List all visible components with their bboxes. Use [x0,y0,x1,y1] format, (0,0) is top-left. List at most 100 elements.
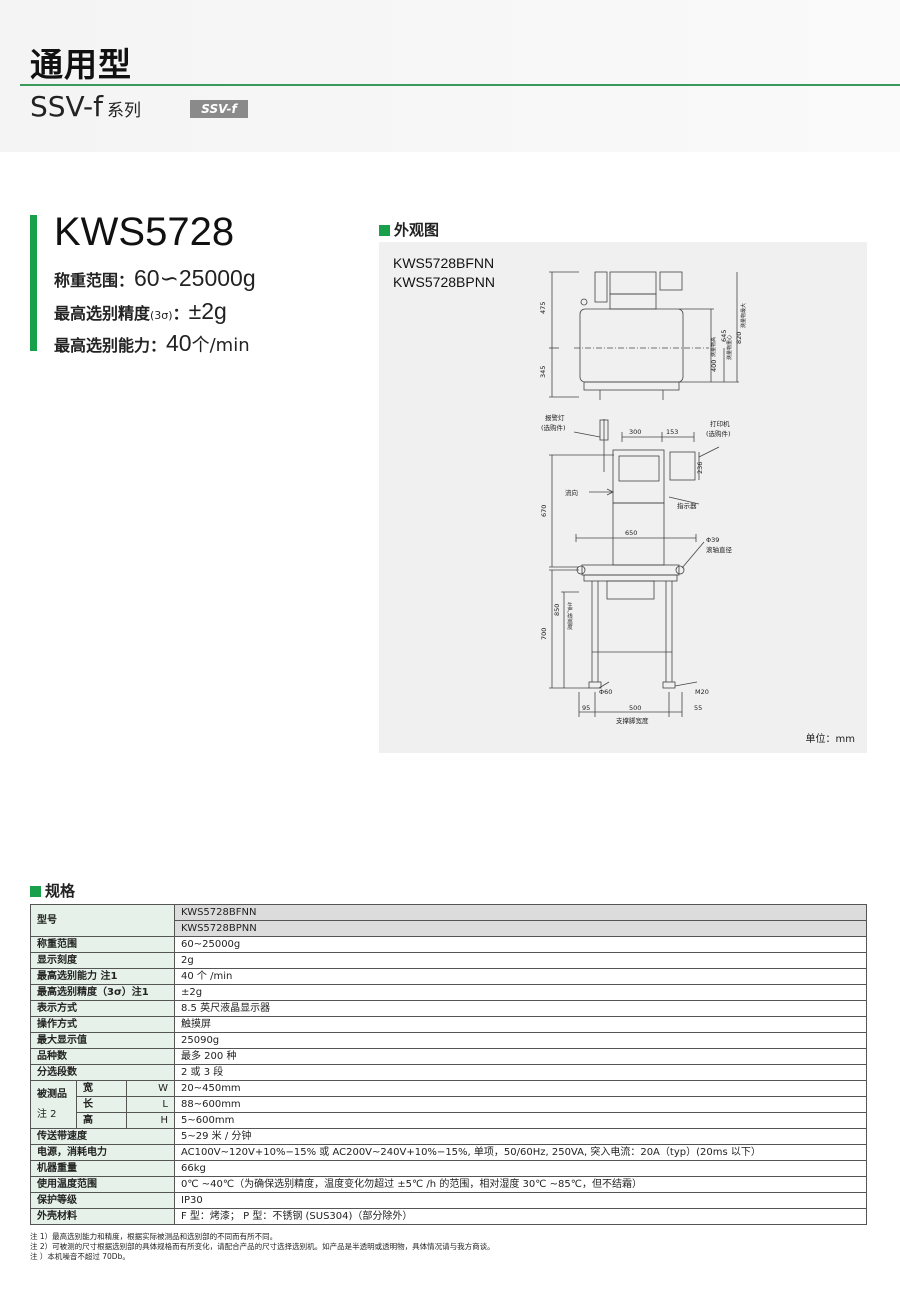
capacity-label: 最高选别能力： [54,336,167,355]
drawing-model-b: KWS5728BPNN [393,274,495,290]
spec-key: 机器重量 [30,1160,175,1177]
dim-236: 236 [696,462,704,474]
page-title: 通用型 [30,45,132,84]
range-line: 称重范围：60∽25000g [54,265,256,292]
label-roller: 滚轴直径 [706,545,733,554]
spec-key: 最高选别能力 注1 [30,968,175,985]
label-printer-opt: (选购件) [706,429,731,438]
table-row: 长 L 88~600mm [31,1096,867,1113]
drawing-models: KWS5728BFNN KWS5728BPNN [393,254,495,292]
dim-850: 850 [553,604,561,616]
dim-500: 500 [629,704,641,712]
dim-645-note: 测量物重心 [726,335,733,360]
spec-key: 分选段数 [30,1064,175,1081]
spec-value: 60~25000g [174,936,867,953]
dim-153: 153 [666,428,678,436]
range-label: 称重范围： [54,271,135,290]
measured-sym: H [126,1112,175,1129]
dim-820-note: 测量物最大 [740,303,747,328]
dim-phi39: Φ39 [706,536,719,544]
appearance-title: 外观图 [394,221,440,239]
spec-value: AC100V~120V+10%−15% 或 AC200V~240V+10%−15… [174,1144,867,1161]
footnotes: 注 1）最高选别能力和精度，根据实际被测品和选别部的不同而有所不同。 注 2）可… [30,1232,495,1262]
spec-key: 外壳材料 [30,1208,175,1225]
spec-key: 最高选别精度（3σ）注1 [30,984,175,1001]
label-line-height: 生产线高度 [566,601,573,631]
label-printer: 打印机 [710,419,730,428]
table-row: 被测品注 2 宽 W 20~450mm [30,1080,867,1129]
accuracy-sep: ： [172,304,189,323]
measured-sub-key: 长 [76,1096,127,1113]
spec-value: 最多 200 种 [174,1048,867,1065]
appearance-heading: 外观图 [379,219,439,240]
dim-300: 300 [629,428,641,436]
dim-m20: M20 [695,688,709,696]
spec-value: 25090g [174,1032,867,1049]
spec-value: 20~450mm [174,1080,867,1097]
dim-55: 55 [694,704,702,712]
table-row: 高 H 5~600mm [31,1112,867,1129]
capacity-unit: 个/min [191,335,250,356]
label-alarm: 报警灯 [545,413,565,422]
spec-value: 2 或 3 段 [174,1064,867,1081]
footnote: 注 2）可被测的尺寸根据选别部的具体规格而有所变化，请配合产品的尺寸选择选别机。… [30,1242,495,1251]
spec-key: 传送带速度 [30,1128,175,1145]
model-name: KWS5728 [54,210,235,254]
spec-value: 88~600mm [174,1096,867,1113]
dim-400: 400 [710,360,718,372]
dim-phi60: Φ60 [599,688,612,696]
spec-key: 品种数 [30,1048,175,1065]
spec-value: F 型：烤漆； P 型：不锈钢 (SUS304)（部分除外） [174,1208,867,1225]
spec-value: 0℃ ~40℃（为确保选别精度，温度变化勿超过 ±5℃ /h 的范围，相对湿度 … [174,1176,867,1193]
section-square-icon [379,225,390,236]
capacity-line: 最高选别能力：40个/min [54,330,250,357]
spec-key: 表示方式 [30,1000,175,1017]
measured-key: 被测品注 2 [30,1080,77,1129]
table-row: 最高选别精度（3σ）注1±2g [30,984,867,1001]
label-flow: 流向 [565,488,578,497]
accuracy-line: 最高选别精度(3σ)：±2g [54,298,227,325]
dim-95: 95 [582,704,590,712]
technical-drawing: 475 345 400 测量物高 645 测量物重心 820 测量物最大 报警灯… [539,271,747,725]
series-badge: SSV-f [190,100,248,118]
label-alarm-opt: (选购件) [541,423,566,432]
spec-value: IP30 [174,1192,867,1209]
spec-value: 5~29 米 / 分钟 [174,1128,867,1145]
dim-345: 345 [539,366,547,378]
accuracy-value: ±2g [188,298,227,324]
spec-value: 2g [174,952,867,969]
label-support-width: 支撑脚宽度 [616,716,649,725]
dim-475: 475 [539,302,547,314]
header-rule [20,84,900,86]
dim-820: 820 [735,332,743,344]
spec-key: 操作方式 [30,1016,175,1033]
spec-key: 最大显示值 [30,1032,175,1049]
dim-650: 650 [625,529,637,537]
spec-key: 显示刻度 [30,952,175,969]
spec-value: 5~600mm [174,1112,867,1129]
series-suffix: 系列 [107,101,142,121]
measured-sym: W [126,1080,175,1097]
unit-label: 单位：mm [805,734,855,745]
dim-400-note: 测量物高 [710,337,717,357]
accuracy-label: 最高选别精度 [54,304,151,323]
specs-heading: 规格 [30,880,75,901]
spec-value: KWS5728BFNN [174,904,867,921]
spec-key: 称重范围 [30,936,175,953]
series-name: SSV-f [30,90,104,123]
spec-value: 触摸屏 [174,1016,867,1033]
drawing-model-a: KWS5728BFNN [393,255,495,271]
table-row: 操作方式触摸屏 [30,1016,867,1033]
footnote: 注 ）本机噪音不超过 70Db。 [30,1252,130,1261]
